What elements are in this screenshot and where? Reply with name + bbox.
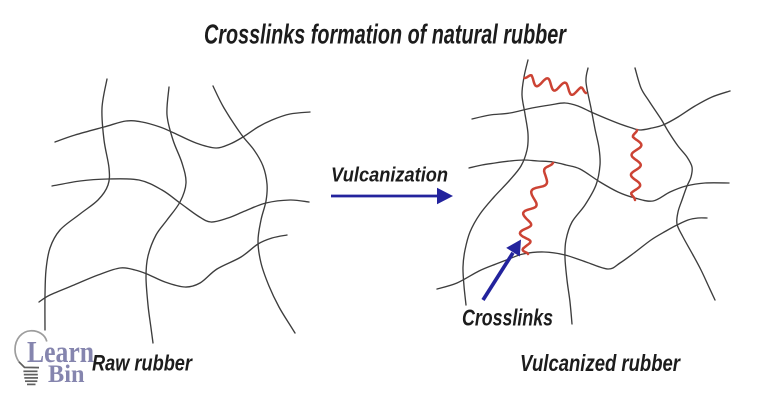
svg-text:Raw rubber: Raw rubber	[92, 351, 193, 376]
svg-text:Bin: Bin	[48, 361, 85, 388]
svg-text:Learn: Learn	[27, 334, 94, 369]
svg-text:Vulcanization: Vulcanization	[331, 163, 448, 186]
svg-text:Crosslinks: Crosslinks	[462, 304, 553, 330]
svg-text:Vulcanized rubber: Vulcanized rubber	[520, 350, 681, 376]
svg-text:Crosslinks formation of natura: Crosslinks formation of natural rubber	[204, 18, 567, 49]
